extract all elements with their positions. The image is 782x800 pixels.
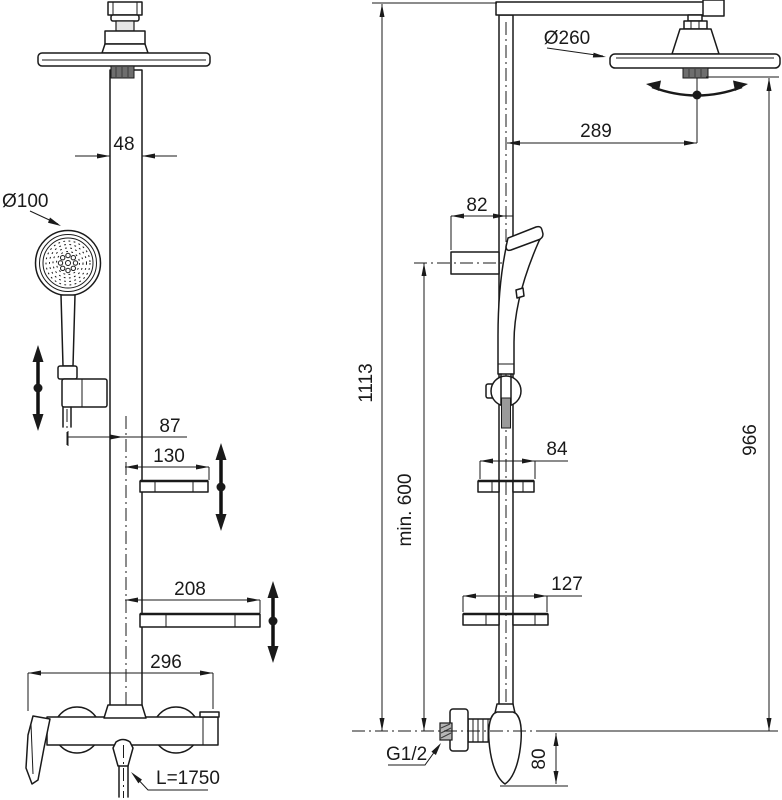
hand-shower-holder-front: [61, 378, 108, 408]
mixer-body-front: [46, 716, 219, 746]
overhead-shower-front: [37, 52, 211, 79]
hand-shower-front: [34, 229, 108, 446]
shelf-large-front: [139, 612, 261, 628]
dimension-holder-depth: 82: [450, 195, 513, 250]
shelf-large-depth-label: 127: [551, 574, 583, 595]
shelf-small-side: [477, 479, 535, 493]
dimension-shelf-small-depth: 84: [479, 439, 568, 479]
dimension-min-height: min. 600: [395, 263, 427, 731]
min-height-label: min. 600: [395, 474, 416, 547]
hand-shower-holder-side: [450, 251, 500, 275]
hand-shower-handle-front: [60, 294, 76, 367]
shelf-large-side: [462, 612, 549, 626]
height-adjust-arrow-handshower: [32, 345, 44, 431]
arm-end-cap: [702, 0, 725, 17]
head-height-label: 966: [740, 424, 761, 456]
mixer-lever-front: [25, 715, 51, 785]
front-view: 48: [2, 1, 279, 798]
holder-depth-label: 82: [466, 195, 487, 216]
thread-callout: G1/2: [386, 743, 441, 766]
thread-label: G1/2: [386, 744, 427, 765]
pipe-width-label: 48: [113, 134, 134, 155]
total-height-label: 1113: [356, 363, 377, 402]
shelf-small-depth-label: 84: [546, 439, 568, 460]
swivel-arrow: [646, 78, 748, 143]
hand-shower-head-side: [505, 225, 544, 252]
overhead-shower-side: [609, 53, 781, 79]
mixer-lever-side: [488, 711, 522, 785]
hose-length-label: L=1750: [156, 768, 220, 789]
shower-arm-side: [495, 0, 725, 17]
hand-shower-hose-side: [501, 397, 511, 429]
escutcheon-side: [449, 708, 469, 752]
head-diameter-label: Ø260: [544, 28, 590, 49]
shelf-small-front: [139, 479, 209, 493]
dimension-mixer-drop: 80: [500, 733, 568, 787]
top-connector-front: [101, 1, 149, 54]
height-adjust-arrow-shelf-small: [215, 443, 227, 531]
dimension-hand-shower-offset: 87: [67, 416, 187, 446]
height-adjust-arrow-shelf-large: [267, 581, 279, 663]
side-view: Ø260 289 82: [352, 0, 781, 787]
mixer-side: [439, 703, 522, 785]
hand-shower-side: [485, 225, 544, 429]
riser-pipe-front: [109, 69, 143, 717]
shelf-large-width-label: 208: [174, 579, 206, 600]
dimension-shelf-large-depth: 127: [462, 574, 583, 612]
spray-center-cluster: [57, 252, 79, 274]
dimension-head-height: 966: [706, 76, 779, 731]
pipe-to-mixer-flare: [103, 704, 147, 719]
dimension-head-reach: 289: [507, 121, 697, 146]
head-connector-side: [671, 14, 720, 55]
hand-shower-offset-label: 87: [159, 416, 180, 437]
mixer-drop-label: 80: [529, 748, 550, 769]
spray-mode-button: [515, 287, 525, 299]
dimension-mixer-width: 296: [27, 652, 214, 711]
head-diameter-callout: Ø260: [544, 28, 606, 58]
hand-shower-diameter-callout: Ø100: [2, 191, 61, 226]
mixer-front: [25, 704, 220, 798]
dimension-pipe-width: 48: [75, 134, 177, 159]
head-reach-label: 289: [580, 121, 612, 142]
dimension-shelf-small-width: 130: [125, 446, 210, 480]
hose-length-callout: L=1750: [131, 768, 220, 791]
shelf-small-width-label: 130: [153, 446, 185, 467]
hand-shower-diameter-label: Ø100: [2, 191, 48, 212]
dimension-total-height: 1113: [356, 2, 497, 731]
mixer-width-label: 296: [150, 652, 182, 673]
dimension-shelf-large-width: 208: [125, 579, 261, 613]
